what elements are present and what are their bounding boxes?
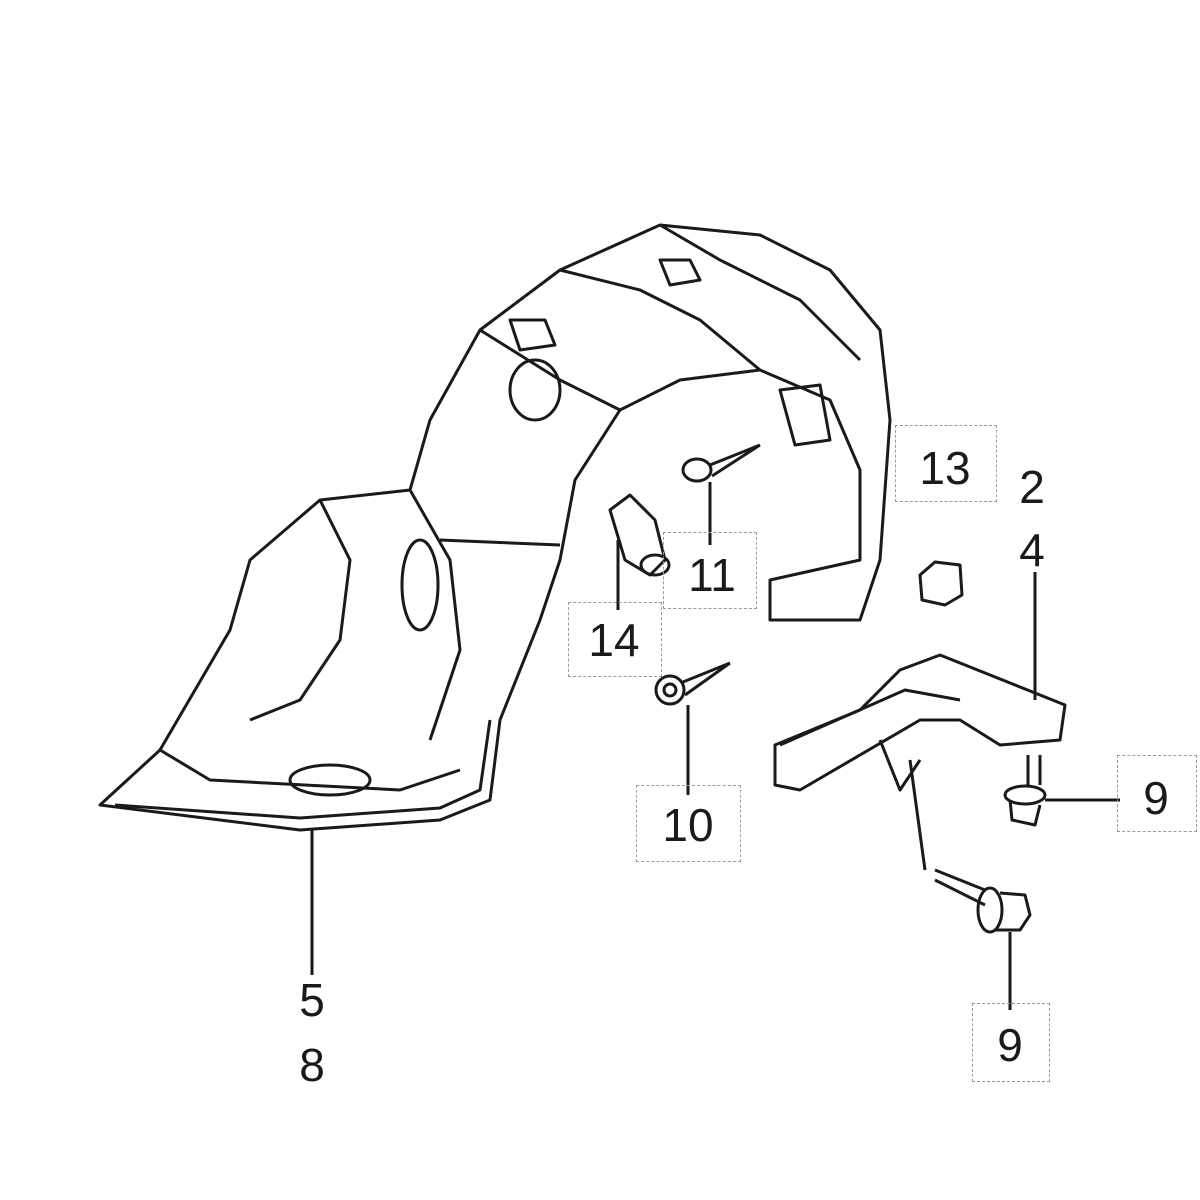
callout-box-9-bottom [972,1003,1050,1082]
part-label-4: 4 [1019,524,1045,576]
bolt-9-right [1003,755,1047,827]
part-label-8: 8 [299,1039,325,1091]
clip-14 [608,493,671,577]
part-label-9-right: 9 [1143,772,1169,824]
nut-13 [918,560,964,607]
part-label-5: 5 [299,974,325,1026]
callout-box-13 [895,425,997,502]
fender-liner [98,223,892,832]
leader-lines [310,482,1120,1010]
part-label-2: 2 [1019,461,1045,513]
part-label-11: 11 [688,549,736,601]
screw-10 [654,661,731,706]
callout-box-9-right [1117,755,1197,832]
part-label-9-bottom: 9 [997,1019,1023,1071]
bolt-9-bottom [934,868,1032,934]
part-label-13: 13 [919,442,971,494]
callout-box-11 [663,532,757,609]
part-label-10: 10 [662,799,714,851]
part-label-14: 14 [588,614,640,666]
bracket-2-4 [773,653,1067,792]
callout-box-14 [568,602,662,677]
screw-11 [681,443,761,483]
callout-box-10 [636,785,741,862]
